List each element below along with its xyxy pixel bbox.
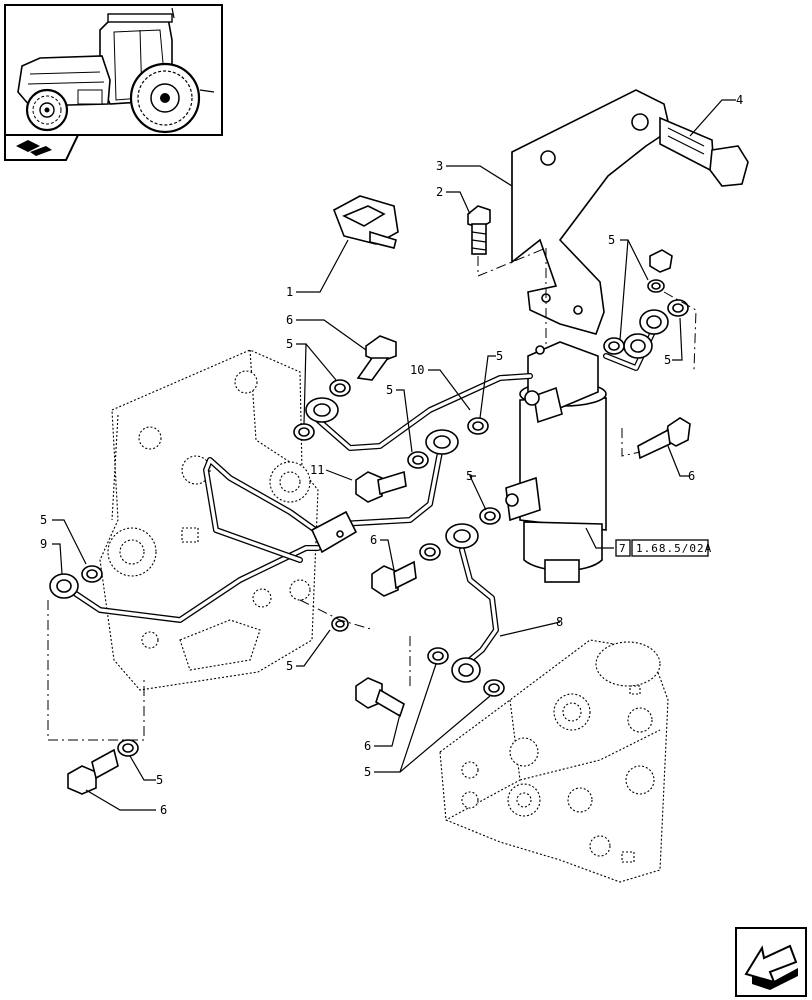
cross-reference-box[interactable]: 7 1.68.5/02A <box>615 539 712 557</box>
mounting-bracket <box>511 89 671 335</box>
callout-6-b: 6 <box>688 469 695 483</box>
callout-5-j: 5 <box>364 765 371 779</box>
callout-10: 10 <box>410 363 424 377</box>
callout-11: 11 <box>310 463 324 477</box>
callout-2: 2 <box>436 185 443 199</box>
callout-5-d: 5 <box>608 233 615 247</box>
callout-6-e: 6 <box>160 803 167 817</box>
callout-6-c: 6 <box>370 533 377 547</box>
callout-5-i: 5 <box>156 773 163 787</box>
callout-labels: 1 2 3 4 5 5 5 5 5 5 5 5 5 5 6 6 6 6 6 8 … <box>40 93 743 817</box>
book-arrow-icon[interactable] <box>4 134 80 161</box>
sealing-washers <box>81 279 689 757</box>
banjo-fittings <box>49 309 669 683</box>
callout-9: 9 <box>40 537 47 551</box>
callout-6-a: 6 <box>286 313 293 327</box>
callout-5-h: 5 <box>286 659 293 673</box>
callout-6-d: 6 <box>364 739 371 753</box>
bolt-2 <box>467 205 491 255</box>
reference-prefix: 7 <box>619 542 627 555</box>
bolt-4 <box>659 116 749 187</box>
callout-1: 1 <box>286 285 293 299</box>
pipe-clip <box>333 195 399 249</box>
filter-body <box>505 341 607 583</box>
callout-5-a: 5 <box>286 337 293 351</box>
callout-4: 4 <box>736 93 743 107</box>
pipes <box>67 319 663 663</box>
pipe-connector <box>310 510 358 554</box>
valve-block <box>439 639 669 883</box>
callout-5-g: 5 <box>40 513 47 527</box>
callout-3: 3 <box>436 159 443 173</box>
leader-lines <box>47 99 736 811</box>
callout-5-f: 5 <box>466 469 473 483</box>
callout-5-c: 5 <box>496 349 503 363</box>
callout-8: 8 <box>556 615 563 629</box>
transmission-housing <box>99 349 319 691</box>
callout-5-e: 5 <box>664 353 671 367</box>
banjo-bolts <box>67 249 691 795</box>
next-page-arrow-icon[interactable] <box>735 927 807 997</box>
callout-5-b: 5 <box>386 383 393 397</box>
reference-code: 1.68.5/02A <box>636 542 712 555</box>
tractor-thumbnail-icon[interactable] <box>4 4 223 136</box>
